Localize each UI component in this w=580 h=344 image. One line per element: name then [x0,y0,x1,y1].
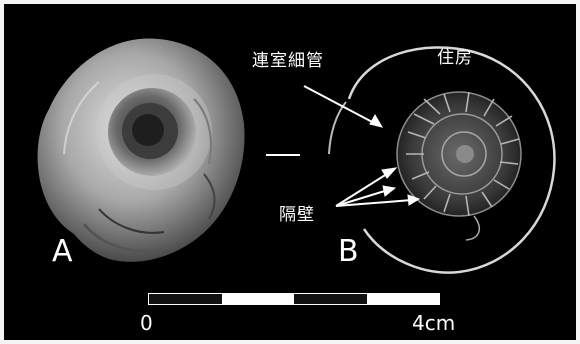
fossil-figure: A B 連室細管 住房 隔壁 0 4cm [4,4,576,340]
siphuncle-label: 連室細管 [252,53,324,70]
scale-bar [148,293,440,305]
specimen-a [38,38,245,261]
scale-segment [149,294,222,304]
scale-segment [222,294,295,304]
panel-label-a: A [52,237,73,267]
scale-tick-end: 4cm [412,313,455,333]
scale-segment [294,294,367,304]
scale-tick-start: 0 [140,313,153,333]
specimen-b [329,47,554,272]
scale-segment [367,294,440,304]
septa-label: 隔壁 [279,207,315,224]
panel-label-b: B [338,237,359,267]
living-chamber-label: 住房 [437,50,473,67]
